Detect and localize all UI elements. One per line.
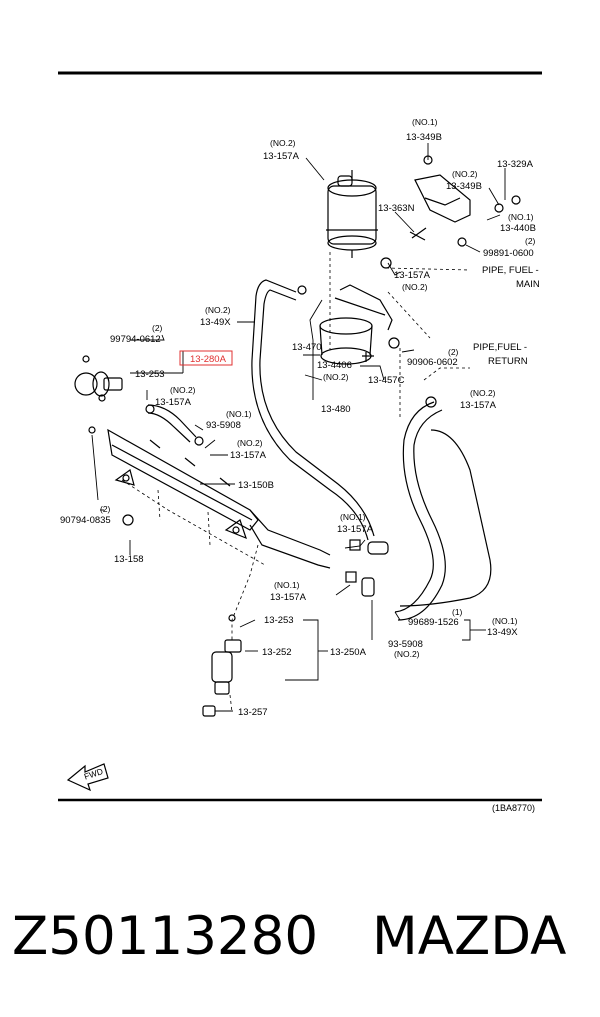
callout-13-157a-left: 13-157A [155, 397, 192, 408]
callout-13-157a-right: 13-157A [460, 400, 497, 411]
callout-no1-349b: (NO.1) [412, 117, 438, 127]
mounting-bracket [380, 155, 521, 269]
callout-no2-4406: (NO.2) [323, 372, 349, 382]
callout-13-253-top: 13-253 [135, 369, 165, 380]
callout-pipe-fuel-return-1: PIPE,FUEL - [473, 342, 527, 353]
filter-clamp [319, 284, 400, 365]
callout-13-250a: 13-250A [330, 647, 367, 658]
callout-13-349b-2: 13-349B [446, 181, 482, 192]
diagram-reference-code: (1BA8770) [492, 803, 535, 813]
fuel-injector [202, 614, 242, 717]
callout-no2-49x: (NO.2) [205, 305, 231, 315]
callout-13-157a-left2: 13-157A [230, 450, 267, 461]
callout-13-253-bottom: 13-253 [264, 615, 294, 626]
callout-13-157a-top: 13-157A [263, 151, 300, 162]
short-hose [145, 404, 204, 446]
callout-no2-157a-right: (NO.2) [470, 388, 496, 398]
callout-13-150b: 13-150B [238, 480, 274, 491]
hose-clips [122, 285, 437, 597]
callout-2-90906: (2) [448, 347, 459, 357]
callout-13-157a-bottom: 13-157A [270, 592, 307, 603]
fuel-rail [107, 428, 331, 569]
callout-13-257: 13-257 [238, 707, 268, 718]
callout-90794-0835: 90794-0835 [60, 515, 111, 526]
callout-90906-0602: 90906-0602 [407, 357, 458, 368]
fuel-filter [326, 170, 378, 258]
callout-13-480: 13-480 [321, 404, 351, 415]
callout-no2-157a-left2: (NO.2) [237, 438, 263, 448]
fwd-label: FWD [83, 766, 105, 781]
callout-13-349b-1: 13-349B [406, 132, 442, 143]
callout-13-457c: 13-457C [368, 375, 405, 386]
callout-2-99794: (2) [152, 323, 163, 333]
callout-no2-157a-left: (NO.2) [170, 385, 196, 395]
callout-no1-157a-bottom: (NO.1) [274, 580, 300, 590]
callout-99891-0600: 99891-0600 [483, 248, 534, 259]
part-number: Z50113280 [12, 906, 319, 967]
callout-93-5908: 93-5908 [206, 420, 241, 431]
callout-99794-0612: 99794-0612 [110, 334, 161, 345]
callout-13-49x: 13-49X [200, 317, 231, 328]
highlight-box [179, 350, 233, 366]
callout-no1-5908: (NO.1) [226, 409, 252, 419]
pressure-regulator [74, 355, 123, 434]
callout-no1-157a-center: (NO.1) [340, 512, 366, 522]
callout-13-49x-bottom: 13-49X [487, 627, 518, 638]
callout-2-99891: (2) [525, 236, 536, 246]
callout-1-99689: (1) [452, 607, 463, 617]
fuel-hose-main [251, 279, 375, 541]
footer-caption: Z50113280 MAZDA [0, 902, 600, 972]
callout-no2-349b: (NO.2) [452, 169, 478, 179]
callout-13-470: 13-470 [292, 342, 322, 353]
callout-no2-157a-top: (NO.2) [270, 138, 296, 148]
callout-99689-1526: 99689-1526 [408, 617, 459, 628]
callout-93-5908-bottom: 93-5908 [388, 639, 423, 650]
callout-13-157a-center: 13-157A [337, 524, 374, 535]
callout-pipe-fuel-main-2: MAIN [516, 279, 540, 290]
callout-13-440b: 13-440B [500, 223, 536, 234]
callout-no2-mid: (NO.2) [402, 282, 428, 292]
fwd-arrow-icon [66, 763, 109, 792]
callout-13-280a[interactable]: 13-280A [190, 354, 227, 365]
callout-13-329a: 13-329A [497, 159, 534, 170]
callout-13-252: 13-252 [262, 647, 292, 658]
callout-13-4406: 13-4406 [317, 360, 352, 371]
callout-13-158: 13-158 [114, 554, 144, 565]
fuel-hose-return [394, 401, 492, 621]
callout-2-90794: (2) [100, 504, 111, 514]
callout-no1-49x-bottom: (NO.1) [492, 616, 518, 626]
callout-13-363n: 13-363N [378, 203, 415, 214]
callout-13-157a-mid: 13-157A [394, 270, 431, 281]
brand-name: MAZDA [372, 906, 567, 967]
callout-no1-440b: (NO.1) [508, 212, 534, 222]
callout-labels: (NO.2) 13-157A (NO.1) 13-349B (NO.2) 13-… [60, 117, 540, 813]
callout-pipe-fuel-return-2: RETURN [488, 356, 528, 367]
callout-no2-5908-bottom: (NO.2) [394, 649, 420, 659]
callout-pipe-fuel-main-1: PIPE, FUEL - [482, 265, 539, 276]
